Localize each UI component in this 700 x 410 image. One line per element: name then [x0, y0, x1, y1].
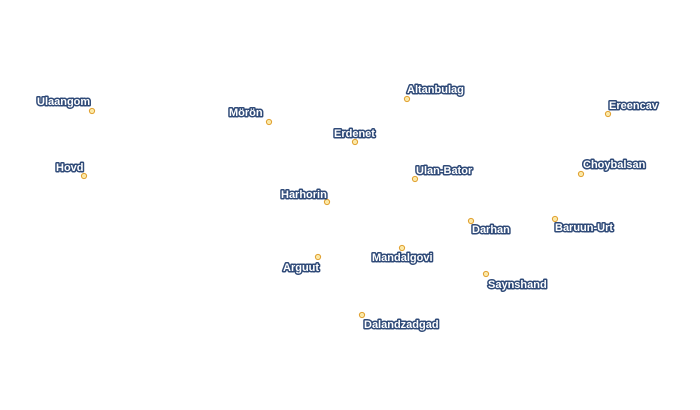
city-label: Hovd	[56, 162, 84, 174]
city-marker-choybalsan[interactable]: Choybalsan	[577, 158, 647, 178]
city-dot	[358, 311, 366, 319]
city-label: Mörön	[229, 107, 263, 119]
city-marker-ereencav[interactable]: Ereencav	[604, 99, 660, 118]
city-marker-moron[interactable]: Mörön	[228, 106, 273, 126]
city-dot	[88, 107, 96, 115]
city-dot	[411, 175, 419, 183]
city-label: Darhan	[472, 224, 510, 236]
city-marker-mandalgovi[interactable]: Mandalgovi	[371, 244, 434, 266]
city-dot	[467, 217, 475, 225]
city-marker-hovd[interactable]: Hovd	[55, 161, 88, 180]
city-dot	[80, 172, 88, 180]
city-dot	[604, 110, 612, 118]
city-marker-harhorin[interactable]: Harhorin	[280, 188, 331, 206]
city-marker-altanbulag[interactable]: Altanbulag	[403, 83, 465, 103]
city-label: Dalandzadgad	[364, 319, 439, 331]
city-label: Baruun-Urt	[555, 222, 613, 234]
city-dot	[398, 244, 406, 252]
city-marker-dalandzadgad[interactable]: Dalandzadgad	[358, 311, 440, 333]
city-label: Altanbulag	[407, 84, 464, 96]
city-label: Arguut	[283, 262, 319, 274]
city-marker-ulaangom[interactable]: Ulaangom	[36, 95, 96, 115]
city-label: Mandalgovi	[372, 252, 433, 264]
city-label: Ulan-Bator	[416, 165, 473, 177]
city-marker-baruun-urt[interactable]: Baruun-Urt	[551, 215, 615, 236]
city-marker-ulan-bator[interactable]: Ulan-Bator	[411, 164, 474, 183]
city-dot	[265, 118, 273, 126]
city-dot	[314, 253, 322, 261]
city-label: Harhorin	[281, 189, 327, 201]
city-marker-saynshand[interactable]: Saynshand	[482, 270, 548, 293]
city-label: Ulaangom	[37, 96, 90, 108]
city-label: Erdenet	[334, 128, 375, 140]
city-dot	[577, 170, 585, 178]
city-marker-arguut[interactable]: Arguut	[282, 253, 322, 276]
city-dot	[551, 215, 559, 223]
city-dot	[482, 270, 490, 278]
city-label: Saynshand	[488, 279, 547, 291]
city-label: Choybalsan	[583, 159, 646, 171]
city-dot	[403, 95, 411, 103]
city-dot	[351, 138, 359, 146]
city-marker-darhan[interactable]: Darhan	[467, 217, 512, 238]
city-label: Ereencav	[609, 100, 659, 112]
city-marker-erdenet[interactable]: Erdenet	[333, 127, 377, 146]
city-dot	[323, 198, 331, 206]
